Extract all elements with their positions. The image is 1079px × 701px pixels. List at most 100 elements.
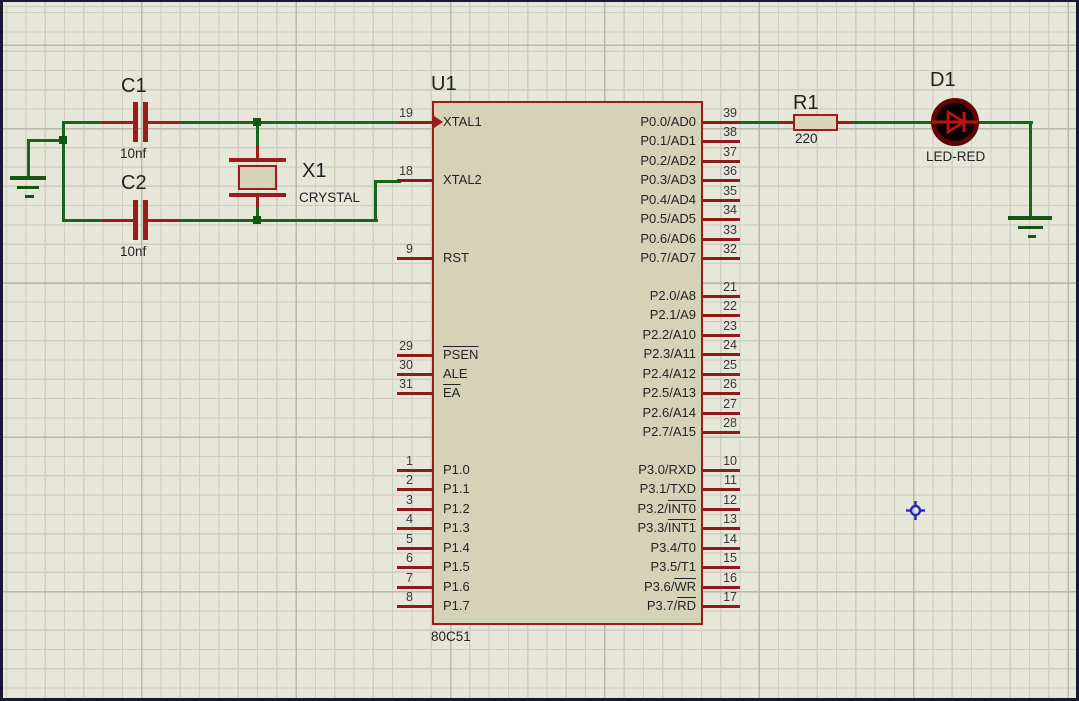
pin-25-name: P2.4/A12 [642, 366, 697, 381]
c1-value-label[interactable]: 10nf [120, 146, 147, 161]
c2-ref-label[interactable]: C2 [121, 172, 147, 194]
x1-value-label[interactable]: CRYSTAL [299, 190, 361, 205]
pin-31-number: 31 [399, 377, 413, 391]
pin-31-stub[interactable] [397, 392, 433, 395]
d1-value-label[interactable]: LED-RED [926, 149, 986, 164]
wire-segment[interactable] [178, 218, 378, 222]
pin-36-stub[interactable] [703, 179, 740, 182]
r1-ref-label[interactable]: R1 [793, 92, 819, 114]
pin-32-name: P0.7/AD7 [640, 250, 696, 265]
pin-37-name: P0.2/AD2 [640, 153, 696, 168]
pin-10-stub[interactable] [703, 469, 740, 472]
pin-7-stub[interactable] [397, 586, 433, 589]
pin-2-stub[interactable] [397, 488, 433, 491]
pin-24-name: P2.3/A11 [643, 346, 696, 361]
chip-u1-body[interactable] [432, 101, 703, 625]
pin-15-name: P3.5/T1 [650, 559, 696, 574]
pin-29-stub[interactable] [397, 354, 433, 357]
pin-5-stub[interactable] [397, 547, 433, 550]
pin-5-number: 5 [406, 532, 413, 546]
pin-33-stub[interactable] [703, 238, 740, 241]
pin-16-stub[interactable] [703, 586, 740, 589]
pin-29-name: PSEN [443, 347, 479, 362]
wire-segment[interactable] [255, 120, 259, 150]
pin-18-stub[interactable] [397, 179, 433, 182]
x1-ref-label[interactable]: X1 [302, 160, 327, 182]
pin-24-stub[interactable] [703, 353, 740, 356]
pin-30-stub[interactable] [397, 373, 433, 376]
pin-34-number: 34 [723, 203, 737, 217]
wire-segment[interactable] [373, 179, 401, 183]
pin-34-stub[interactable] [703, 218, 740, 221]
wire-segment[interactable] [255, 207, 259, 222]
pin-13-stub[interactable] [703, 527, 740, 530]
pin-4-stub[interactable] [397, 527, 433, 530]
wire-segment[interactable] [101, 120, 136, 124]
wire-segment[interactable] [101, 218, 136, 222]
wire-segment[interactable] [1028, 120, 1032, 219]
u1-part-label[interactable]: 80C51 [431, 629, 471, 644]
pin-37-stub[interactable] [703, 160, 740, 163]
wire-segment[interactable] [738, 120, 783, 124]
u1-ref-label[interactable]: U1 [431, 73, 457, 95]
pin-27-stub[interactable] [703, 412, 740, 415]
pin-17-stub[interactable] [703, 605, 740, 608]
pin-23-name: P2.2/A10 [642, 327, 697, 342]
pin-39-stub[interactable] [703, 121, 740, 124]
wire-segment[interactable] [26, 138, 30, 179]
pin-22-stub[interactable] [703, 314, 740, 317]
pin-26-name: P2.5/A13 [642, 385, 697, 400]
pin-8-stub[interactable] [397, 605, 433, 608]
pin-30-name: ALE [443, 366, 468, 381]
wire-segment[interactable] [145, 120, 183, 124]
r1-value-label[interactable]: 220 [795, 131, 818, 146]
wire-segment[interactable] [373, 179, 377, 222]
pin-38-stub[interactable] [703, 140, 740, 143]
pin-14-stub[interactable] [703, 547, 740, 550]
ground-bar [10, 176, 46, 180]
pin-11-number: 11 [724, 473, 737, 487]
pin-28-stub[interactable] [703, 431, 740, 434]
pin-15-stub[interactable] [703, 566, 740, 569]
pin-9-stub[interactable] [397, 257, 433, 260]
c2-value-label[interactable]: 10nf [120, 244, 147, 259]
pin-4-name: P1.3 [443, 520, 470, 535]
wire-segment[interactable] [834, 120, 855, 124]
pin-26-stub[interactable] [703, 392, 740, 395]
wire-segment[interactable] [972, 120, 1033, 124]
pin-11-stub[interactable] [703, 488, 740, 491]
pin-35-stub[interactable] [703, 199, 740, 202]
pin-6-stub[interactable] [397, 566, 433, 569]
pin-28-number: 28 [723, 416, 737, 430]
pin-38-name: P0.1/AD1 [640, 133, 696, 148]
wire-segment[interactable] [26, 138, 66, 142]
wire-segment[interactable] [61, 218, 106, 222]
pin-11-name: P3.1/TXD [639, 481, 696, 496]
wire-segment[interactable] [61, 120, 106, 124]
pin-21-stub[interactable] [703, 295, 740, 298]
pin-7-number: 7 [406, 571, 413, 585]
pin-19-stub[interactable] [397, 121, 433, 124]
wire-segment[interactable] [61, 120, 65, 222]
wire-segment[interactable] [778, 120, 797, 124]
x1-body[interactable] [238, 165, 277, 190]
pin-32-stub[interactable] [703, 257, 740, 260]
pin-12-stub[interactable] [703, 508, 740, 511]
pin-3-stub[interactable] [397, 508, 433, 511]
r1-body[interactable] [793, 114, 838, 131]
pin-25-stub[interactable] [703, 373, 740, 376]
pin-22-number: 22 [723, 299, 737, 313]
pin-23-stub[interactable] [703, 334, 740, 337]
wire-segment[interactable] [255, 145, 259, 162]
pin-17-name: P3.7/RD [646, 598, 696, 613]
wire-segment[interactable] [145, 218, 183, 222]
pin-1-stub[interactable] [397, 469, 433, 472]
pin-2-number: 2 [406, 473, 413, 487]
pin-29-number: 29 [399, 339, 413, 353]
c1-ref-label[interactable]: C1 [121, 75, 147, 97]
wire-segment[interactable] [850, 120, 937, 124]
wire-segment[interactable] [255, 194, 259, 212]
d1-ref-label[interactable]: D1 [930, 69, 956, 91]
wire-segment[interactable] [178, 120, 401, 124]
